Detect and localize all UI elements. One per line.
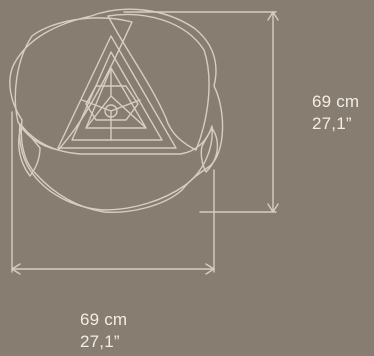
lamp-petal-bottom <box>18 123 213 211</box>
width-metric: 69 cm <box>80 310 128 329</box>
lamp-lobe-left <box>18 125 41 177</box>
lamp-inner-facet-right <box>110 95 147 129</box>
lamp-lobe-right <box>200 127 219 173</box>
height-arrow-bottom <box>267 203 279 213</box>
lamp-holder-arm-right <box>110 99 141 112</box>
lamp-outer-outline <box>9 8 224 214</box>
lamp-inner-triangle-middle <box>71 51 163 141</box>
width-arrow-right <box>205 263 215 275</box>
lamp-inner-triangle-outer <box>57 35 177 149</box>
lamp-petal-right <box>107 13 210 151</box>
lamp-inner-facet-top <box>85 85 139 121</box>
width-imperial: 27,1” <box>80 332 120 351</box>
width-dimension-label: 69 cm 27,1” <box>80 309 127 353</box>
lamp-holder-arm-left <box>81 99 112 112</box>
width-arrow-left <box>11 263 21 275</box>
height-metric: 69 cm <box>312 92 360 111</box>
lamp-socket <box>104 104 118 118</box>
height-dimension-label: 69 cm 27,1” <box>312 91 359 135</box>
lamp-petal-left <box>14 17 133 151</box>
height-arrow-top <box>267 11 279 21</box>
lamp-inner-triangle-inner <box>85 67 147 129</box>
height-imperial: 27,1” <box>312 114 352 133</box>
